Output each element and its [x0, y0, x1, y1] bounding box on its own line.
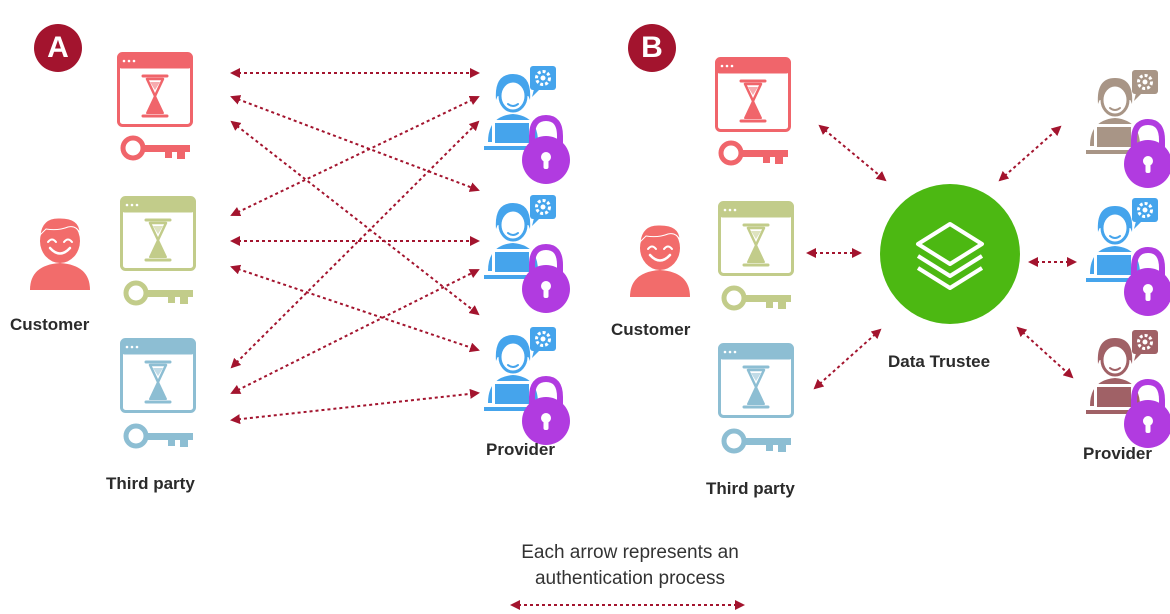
panel-a-provider-3-icon	[484, 327, 570, 445]
panel-b-badge: B	[628, 24, 676, 72]
arrow-layer	[230, 68, 1077, 610]
legend-line-2: authentication process	[534, 567, 726, 589]
panel-b-customer-icon	[630, 224, 690, 297]
panel-b-window-blue-icon	[718, 343, 794, 418]
panel-b-arrow-trustee-provider-1	[998, 125, 1062, 182]
panel-b-arrow-red-trustee	[818, 124, 887, 182]
legend: Each arrow represents an authentication …	[430, 540, 830, 591]
panel-b-provider-3-icon	[1086, 330, 1170, 448]
panel-a-key-red-icon	[120, 135, 190, 161]
panel-a-third-party-label: Third party	[106, 474, 195, 493]
panel-a-badge: A	[34, 24, 82, 72]
panel-a-arrow-1-2	[230, 95, 480, 192]
panel-b-customer-label: Customer	[611, 320, 691, 339]
panel-b-arrow-trustee-provider-3	[1016, 326, 1074, 379]
icon-layer	[30, 52, 1170, 454]
panel-b-key-green-icon	[721, 285, 791, 311]
panel-a-provider-2-icon	[484, 195, 570, 313]
panel-b-provider-label: Provider	[1083, 444, 1152, 463]
panel-b-key-red-icon	[718, 140, 788, 166]
panel-a-arrow-3-2	[230, 269, 480, 394]
panel-a-provider-1-icon	[484, 66, 570, 184]
panel-a-arrow-3-3	[230, 388, 480, 425]
panel-a-arrow-2-3	[230, 264, 480, 353]
panel-a-arrow-2-1	[230, 95, 480, 217]
panel-b-provider-2-icon	[1086, 198, 1170, 316]
panel-b-arrow-blue-trustee	[813, 328, 882, 390]
panel-a-window-blue-icon	[120, 338, 196, 413]
panel-a-window-red-icon	[117, 52, 193, 127]
panel-a-customer-icon	[30, 217, 90, 290]
panel-b-provider-1-icon	[1086, 70, 1170, 188]
panel-a-customer-label: Customer	[10, 315, 90, 334]
panel-b-window-green-icon	[718, 201, 794, 276]
panel-a-provider-label: Provider	[486, 440, 555, 459]
panel-a-arrow-1-3	[230, 120, 480, 316]
panel-a-window-green-icon	[120, 196, 196, 271]
panel-a-key-blue-icon	[123, 423, 193, 449]
panel-a-key-green-icon	[123, 280, 193, 306]
panel-b-third-party-label: Third party	[706, 479, 795, 498]
panel-b-trustee-label: Data Trustee	[888, 352, 991, 371]
legend-line-1: Each arrow represents an	[521, 542, 739, 563]
data-trustee-icon	[880, 184, 1020, 324]
panel-b-key-blue-icon	[721, 428, 791, 454]
panel-a-arrow-3-1	[230, 120, 480, 369]
panel-b-window-red-icon	[715, 57, 791, 132]
